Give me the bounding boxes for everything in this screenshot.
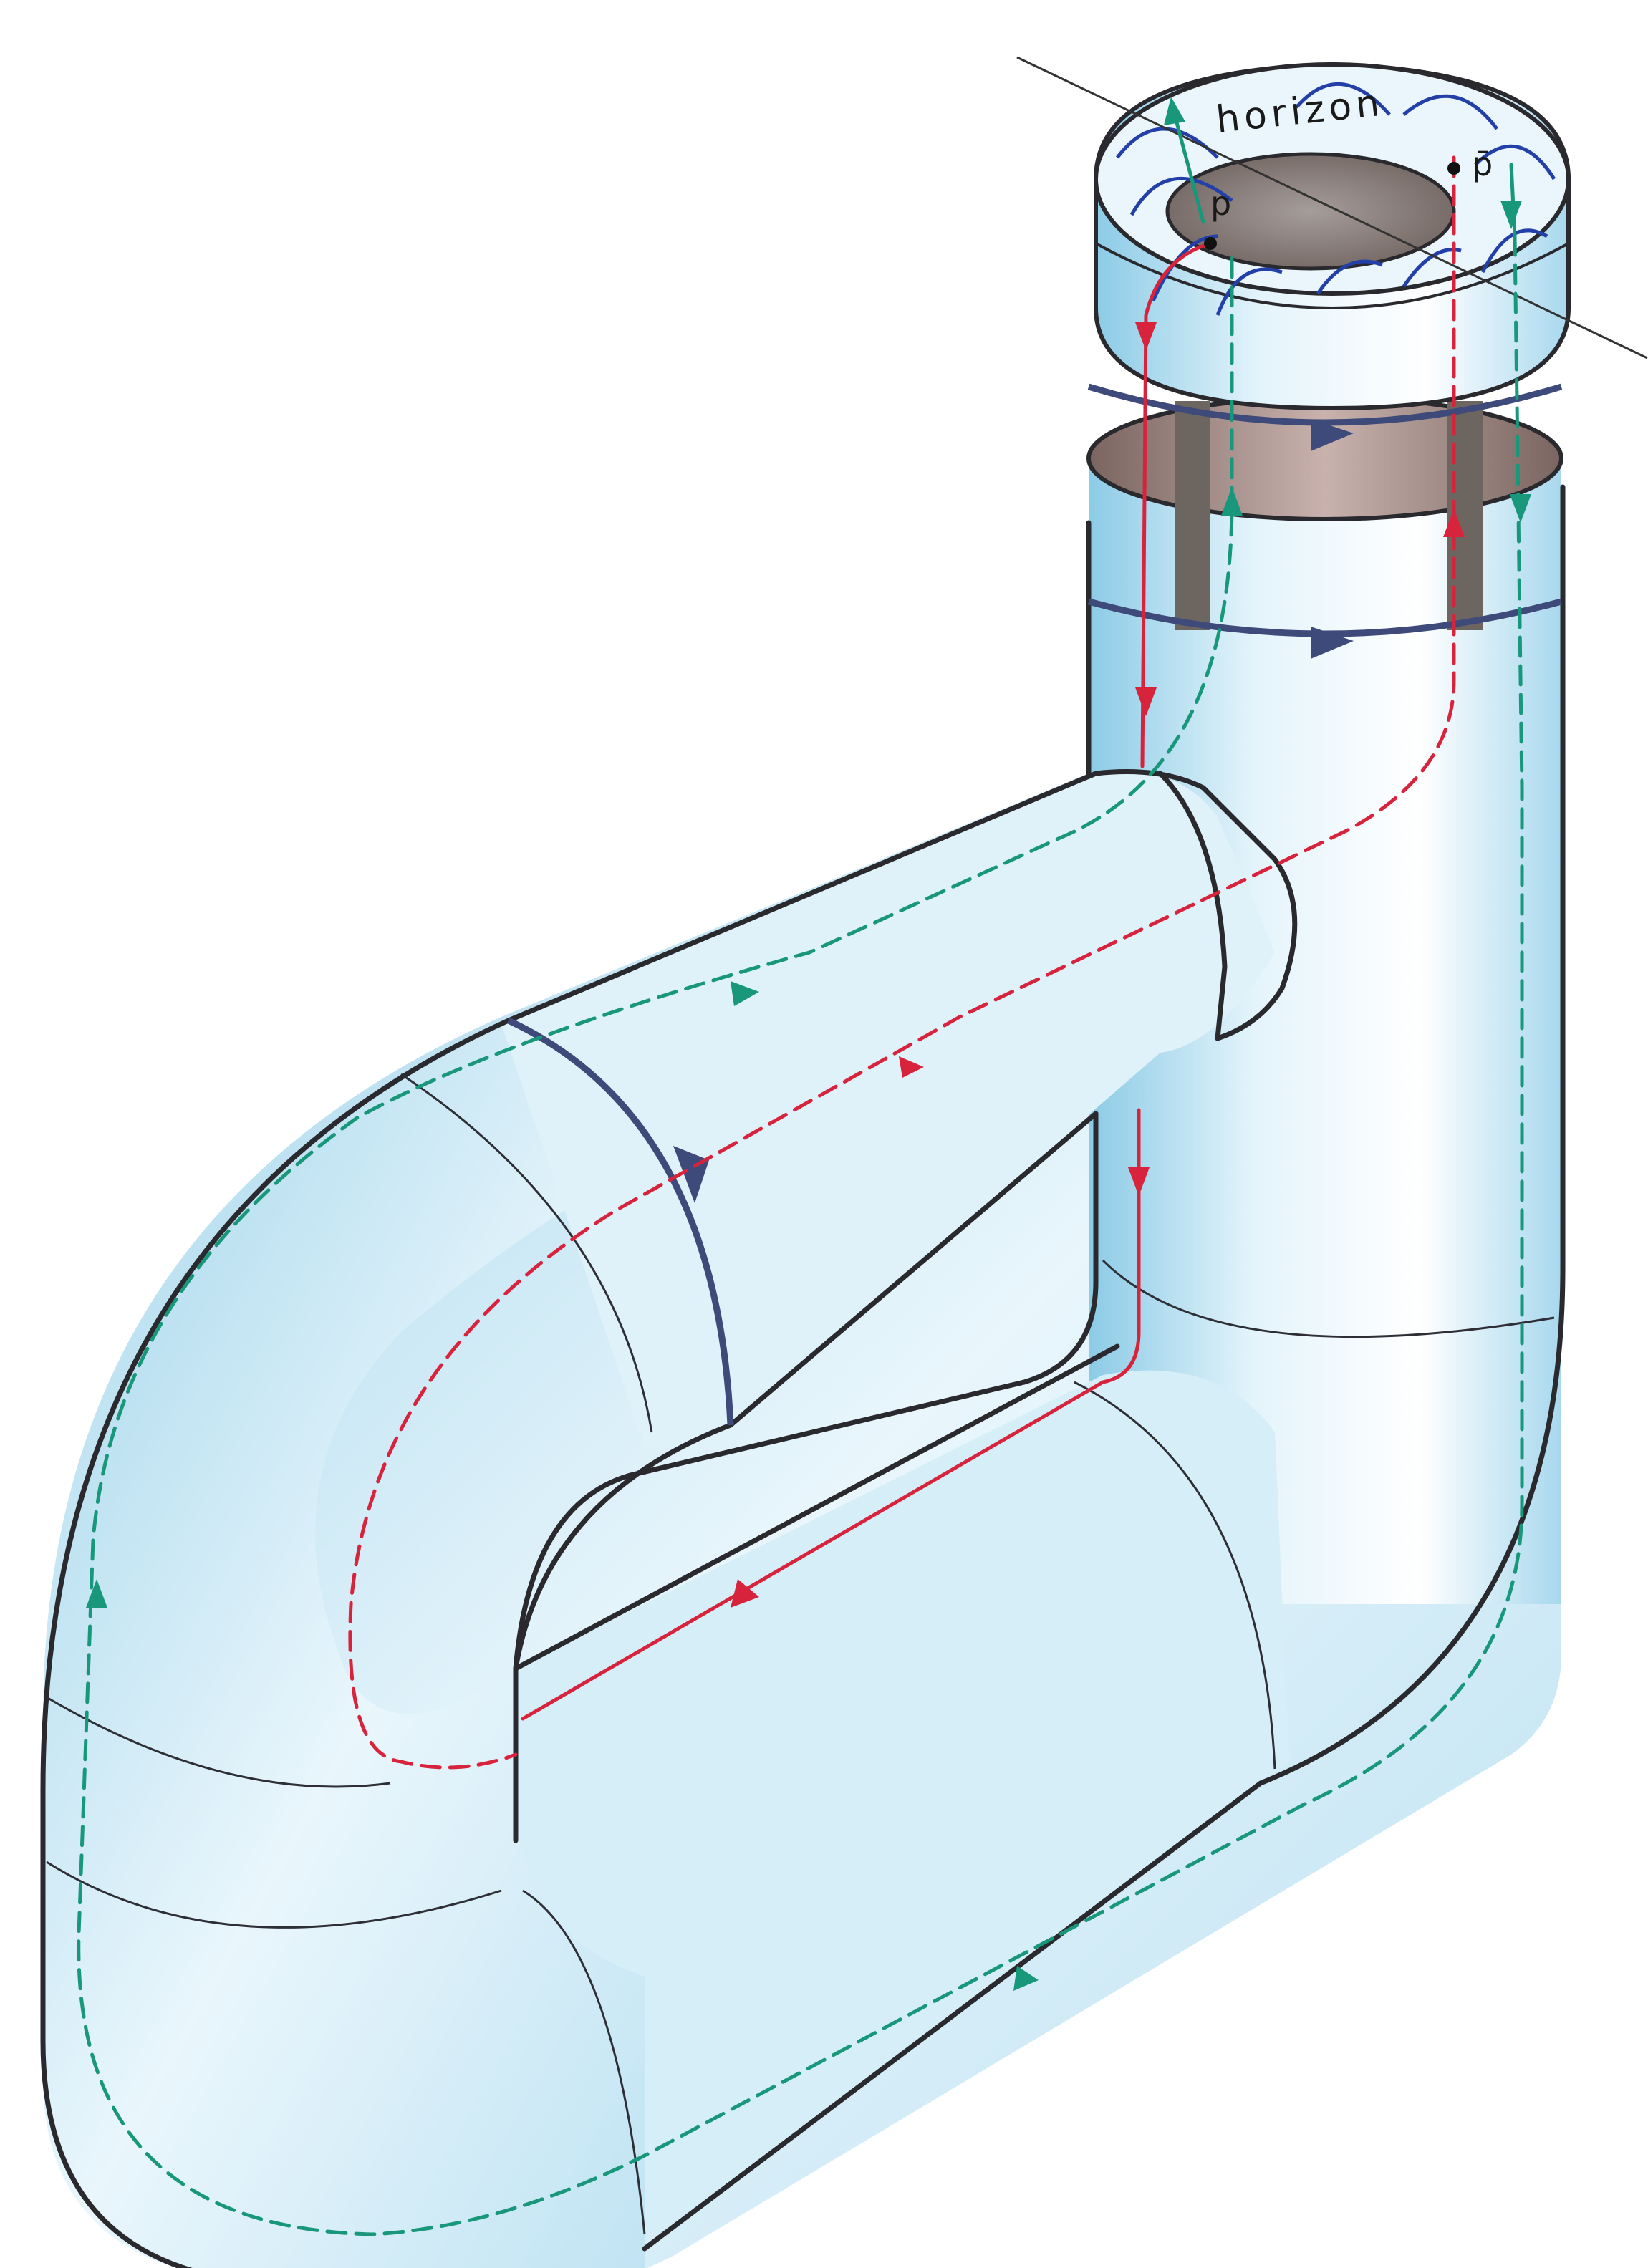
event-points [1204,162,1460,250]
arrowhead-icon [1013,1966,1039,1991]
u-bend-inner [513,1422,733,1671]
red-path-solid-descent [1140,241,1213,768]
point-p [1204,237,1217,250]
seam-left-upper [46,1696,391,1788]
top-cylinder [1086,383,1563,659]
upper-tube-top-edge [506,771,1099,1023]
arrowhead-icon [1135,322,1157,351]
section-seams [46,1073,1555,2235]
cylinder-opening [1086,395,1563,521]
arrowhead-icon [731,1579,759,1608]
arrowhead-icon [1443,508,1465,537]
cylinder-ring-upper [1087,383,1563,426]
seam-u-bend [400,1073,653,1433]
arrowhead-icon [1500,201,1522,229]
lower-diagonal-tube [516,1370,1289,2242]
arrowhead-icon [731,981,759,1006]
upper-collar-seam [1157,771,1228,1041]
u-bend-outer [40,1018,511,2268]
arrowhead-icon [1164,97,1185,125]
seam-left-lower [46,1861,502,1929]
upper-diagonal-tube [501,771,1275,1448]
lower-straight-edge [513,1343,1120,1671]
upper-collar-front [1093,769,1298,1041]
green-path-dashed [77,234,1524,2236]
arrowhead-icon [673,1146,709,1203]
upper-tube-ring [507,1017,734,1426]
upper-tube-ring-line [507,1017,734,1426]
point-p-bar [1447,162,1460,175]
arrowhead-icon [86,1579,107,1608]
seam-lower-bend [1074,1381,1276,1770]
horizon-hole [1165,152,1456,271]
green-path-arrows [86,97,1531,1991]
red-path [348,155,1456,1770]
red-path-solid-elbow [521,1108,1141,1721]
red-path-dashed [348,155,1456,1770]
arrowhead-icon [1510,494,1531,523]
arrowhead-icon [1135,687,1157,716]
upper-tube-bottom-edge [728,1111,1099,1428]
point-p-label: p [1210,184,1231,223]
arrowhead-icon [1128,1167,1150,1196]
pipe-outlines [40,484,1566,2268]
pipe-body [43,458,1561,2268]
horizon-plane-line [1016,56,1648,359]
cylinder-inner-left [1175,401,1210,630]
horizon-disk [1016,56,1648,411]
arrowhead-icon [1311,419,1354,451]
point-p-bar-label: p̄ [1472,145,1493,183]
red-path-arrows [731,322,1465,1608]
field-lines [1116,82,1556,316]
arrowhead-icon [1311,627,1354,659]
arrowhead-icon [899,1056,924,1078]
u-bend [43,1024,752,2268]
inner-elbow [513,1111,1099,1843]
green-path-solid [1172,112,1205,224]
arrowhead-icon [1221,487,1243,516]
right-pipe-right-edge [642,484,1566,2252]
